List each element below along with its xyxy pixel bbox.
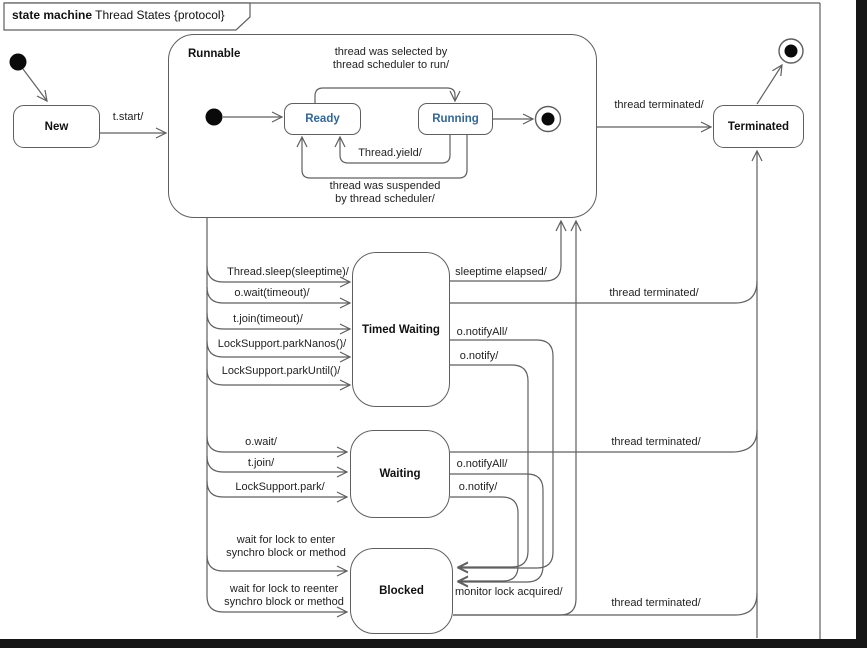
edge-thread-yield: [334, 135, 451, 164]
edge-scheduler-suspended: [296, 135, 468, 179]
state-timed-waiting-label: Timed Waiting: [362, 323, 440, 336]
edge-scheduler-selected: [314, 87, 461, 103]
label-w-notify-all: o.notifyAll/: [456, 458, 508, 470]
frame-title-tab: [3, 2, 251, 31]
edge-thread-sleep: [206, 265, 352, 288]
state-waiting: Waiting: [350, 430, 450, 518]
label-runnable-terminated: thread terminated/: [614, 99, 704, 111]
state-running-label: Running: [432, 113, 479, 125]
state-terminated: Terminated: [713, 105, 804, 148]
initial-node: [9, 53, 27, 71]
edge-wait-lock-reenter: [206, 218, 349, 618]
edge-t-join: [206, 455, 349, 478]
label-park-nanos: LockSupport.parkNanos()/: [217, 338, 347, 350]
label-thread-yield: Thread.yield/: [358, 147, 422, 159]
frame-title-name: Thread States {protocol}: [92, 8, 225, 22]
label-park-until: LockSupport.parkUntil()/: [221, 365, 341, 377]
state-new-label: New: [44, 120, 69, 133]
label-b-thread-terminated: thread terminated/: [611, 597, 701, 609]
label-o-wait-timeout: o.wait(timeout)/: [234, 287, 310, 299]
state-ready: Ready: [284, 103, 361, 135]
label-tw-thread-terminated: thread terminated/: [609, 287, 699, 299]
edge-o-wait-timeout: [206, 286, 352, 309]
state-running: Running: [418, 103, 493, 135]
runnable-initial-node: [205, 108, 223, 126]
edge-w-notify: [450, 496, 519, 587]
edge-terminated-to-final: [756, 63, 783, 105]
state-blocked: Blocked: [350, 548, 453, 634]
label-wait-lock-reenter: wait for lock to reenter synchro block o…: [224, 583, 344, 608]
edge-w-thread-terminated: [450, 429, 758, 453]
edge-w-notify-all: [450, 473, 544, 588]
edge-initial-to-new: [22, 68, 48, 103]
state-runnable-label: Runnable: [188, 48, 241, 60]
edge-park-nanos: [206, 340, 352, 363]
edge-lock-support-park: [206, 480, 349, 503]
state-blocked-label: Blocked: [379, 585, 424, 597]
edge-tw-notify-all: [450, 339, 554, 574]
runnable-final-node-core: [541, 112, 555, 126]
edge-park-until: [206, 368, 352, 391]
label-monitor-lock-acquired: monitor lock acquired/: [455, 586, 563, 598]
edge-wait-lock-enter: [206, 554, 349, 577]
label-lock-support-park: LockSupport.park/: [235, 481, 325, 493]
label-o-wait: o.wait/: [245, 436, 277, 448]
label-tw-notify-all: o.notifyAll/: [456, 326, 508, 338]
state-terminated-label: Terminated: [727, 120, 790, 133]
edge-o-wait: [206, 435, 349, 458]
frame-title-keyword: state machine: [12, 8, 93, 22]
state-runnable: [168, 34, 597, 218]
label-t-start: t.start/: [112, 111, 144, 123]
final-node-core: [784, 44, 798, 58]
label-thread-sleep: Thread.sleep(sleeptime)/: [227, 266, 349, 278]
label-w-thread-terminated: thread terminated/: [611, 436, 701, 448]
label-w-notify: o.notify/: [458, 481, 498, 493]
label-tw-notify: o.notify/: [459, 350, 499, 362]
edge-tw-thread-terminated: [450, 280, 758, 304]
edge-t-join-timeout: [206, 312, 352, 335]
screen-edge-right: [856, 0, 867, 648]
state-new: New: [13, 105, 100, 148]
edge-b-thread-terminated: [453, 592, 758, 616]
label-scheduler-selected: thread was selected by thread scheduler …: [332, 46, 450, 71]
label-scheduler-suspended: thread was suspended by thread scheduler…: [329, 180, 441, 205]
label-wait-lock-enter: wait for lock to enter synchro block or …: [226, 534, 346, 559]
label-t-join-timeout: t.join(timeout)/: [233, 313, 303, 325]
screen-edge-bottom: [0, 639, 867, 648]
frame-title: state machine Thread States {protocol}: [12, 8, 225, 22]
state-timed-waiting: Timed Waiting: [352, 252, 450, 407]
state-ready-label: Ready: [305, 113, 340, 125]
state-waiting-label: Waiting: [379, 468, 421, 480]
edge-monitor-lock-acquired: [453, 219, 582, 616]
label-sleeptime-elapsed: sleeptime elapsed/: [455, 266, 547, 278]
edge-sleeptime-elapsed: [450, 219, 567, 282]
label-t-join: t.join/: [247, 457, 275, 469]
